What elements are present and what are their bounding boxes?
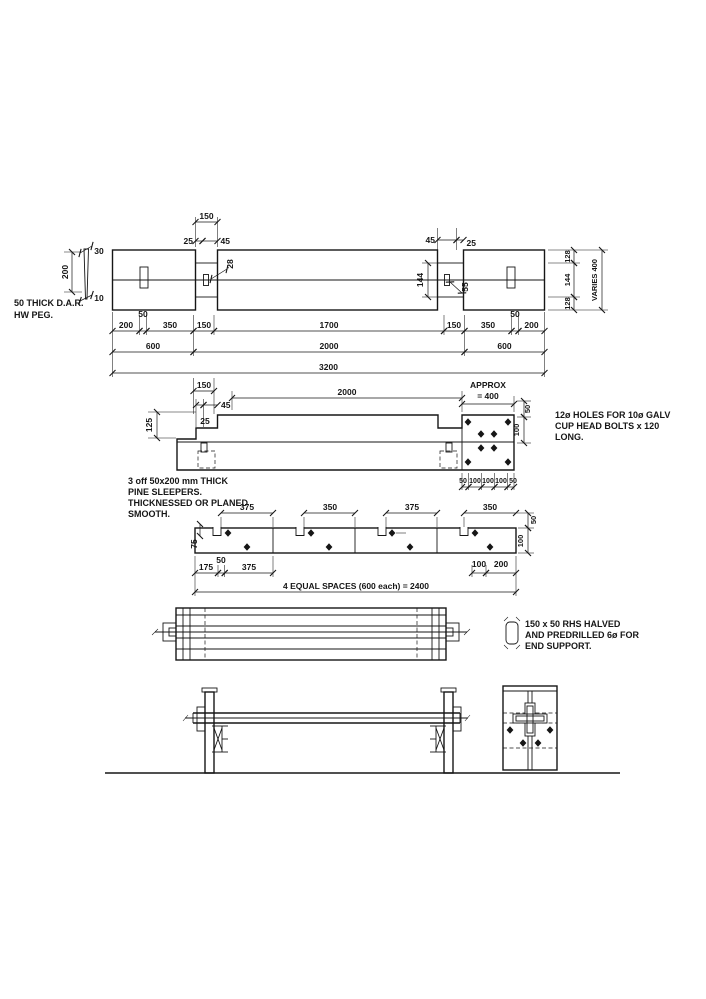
dim-label: 45 [221,400,231,410]
seat-bottom-dims: 175 50 375 100 200 4 EQUAL SPACES (600 e… [191,555,520,596]
end-fitting-left [151,622,177,642]
sleeper-plan-view: 150 25 45 28 45 25 144 55 128 144 128 VA… [109,211,608,414]
dim-label: 150 [199,211,213,221]
dim-label: 3200 [319,362,338,372]
dim-label: 375 [240,502,254,512]
rhs-note: 150 x 50 RHS HALVED AND PREDRILLED 6ø FO… [503,616,640,651]
note-approx-line2: = 400 [477,391,499,401]
dim-label: 50 [529,516,538,524]
dim-label: 25 [467,238,477,248]
dim-label: 150 [197,380,211,390]
note-peg-line1: 50 THICK D.A.R. [14,298,84,308]
note-holes-line1: 12ø HOLES FOR 10ø GALV [555,410,670,420]
note-holes-line3: LONG. [555,432,584,442]
dim-label: 25 [184,236,194,246]
dimension-row-3: 3200 [109,362,548,377]
note-sleepers: 3 off 50x200 mm THICK PINE SLEEPERS. THI… [128,476,249,519]
leg-bracket-left [196,706,206,732]
dim-label: 50 [138,309,148,319]
end-block-bottom-dims: 50 100 100 100 50 [458,473,518,491]
note-sleepers-line4: SMOOTH. [128,509,170,519]
dim-label: 50 [509,478,517,485]
note-peg-line2: HW PEG. [14,310,53,320]
dim-label: 200 [494,559,508,569]
seat-side-view: 375 350 375 350 75 50 100 175 [189,502,538,596]
dim-label: 375 [405,502,419,512]
dim-label: 125 [144,418,154,432]
dim-label: 100 [482,478,494,485]
dim-label: 2000 [338,387,357,397]
bench-elevation-view [105,687,620,774]
dim-label: 30 [94,246,104,256]
end-fitting-right [445,622,471,642]
note-sleepers-line1: 3 off 50x200 mm THICK [128,476,229,486]
note-approx-line1: APPROX [470,380,506,390]
rhs-section-icon [503,616,521,650]
dim-label: 144 [563,273,572,286]
dim-label: 45 [426,235,436,245]
dim-label: 350 [483,502,497,512]
dim-label: 25 [200,416,210,426]
dim-label: 100 [495,478,507,485]
dim-label: 175 [199,562,213,572]
bolt-hole-diamonds [224,529,494,551]
seat-top-dims: 375 350 375 350 [217,502,520,527]
dim-label: 50 [459,478,467,485]
dim-label: 600 [497,341,511,351]
dim-label: 50 [216,555,226,565]
cross-brace-right [430,725,446,753]
dim-label: 1700 [320,320,339,330]
dim-label: 2000 [320,341,339,351]
dimension-row-1: 200 50 350 150 1700 150 350 50 200 [109,309,548,335]
center-cross-fitting [512,702,548,737]
dim-label: 128 [563,250,572,263]
note-holes: 12ø HOLES FOR 10ø GALV CUP HEAD BOLTS x … [555,410,670,442]
leg-bracket-right [452,706,462,732]
note-sleepers-line3: THICKNESSED OR PLANED [128,498,249,508]
dim-label: 28 [225,259,235,269]
dim-label: 128 [563,297,572,310]
dim-label: 50 [510,309,520,319]
dim-label: 100 [512,424,521,437]
cross-brace-left [212,725,228,753]
dim-label: 100 [516,535,525,548]
dim-label: 350 [163,320,177,330]
dim-label: 100 [472,559,486,569]
dim-label: 75 [189,539,199,549]
bench-plan-view [151,607,471,661]
dim-label: VARIES 400 [590,259,599,301]
dim-label: 200 [60,265,70,279]
note-rhs-line1: 150 x 50 RHS HALVED [525,619,621,629]
dim-label: 200 [119,320,133,330]
dim-label: 144 [415,273,425,287]
dim-label: 45 [221,236,231,246]
note-rhs-line3: END SUPPORT. [525,641,592,651]
dim-label: 100 [469,478,481,485]
dim-label: 150 [447,320,461,330]
note-equal-spaces: 4 EQUAL SPACES (600 each) = 2400 [283,581,429,591]
dim-label: 600 [146,341,160,351]
peg-notches [212,526,469,536]
dim-label: 150 [197,320,211,330]
dim-label: 200 [524,320,538,330]
dimension-row-2: 600 2000 600 [109,341,548,356]
note-sleepers-line2: PINE SLEEPERS. [128,487,202,497]
sleeper-side-view: 2000 45 25 125 APPROX = 400 50 100 [128,380,670,519]
dim-label: 350 [481,320,495,330]
dim-label: 55 [460,282,470,292]
bench-end-view [502,685,558,771]
dim-label: 10 [94,293,104,303]
dim-label: 50 [523,405,532,413]
peg-detail: 30 200 10 50 THICK D.A.R. HW PEG. [14,241,104,320]
dim-label: 375 [242,562,256,572]
dim-label: 350 [323,502,337,512]
note-holes-line2: CUP HEAD BOLTS x 120 [555,421,659,431]
note-rhs-line2: AND PREDRILLED 6ø FOR [525,630,640,640]
